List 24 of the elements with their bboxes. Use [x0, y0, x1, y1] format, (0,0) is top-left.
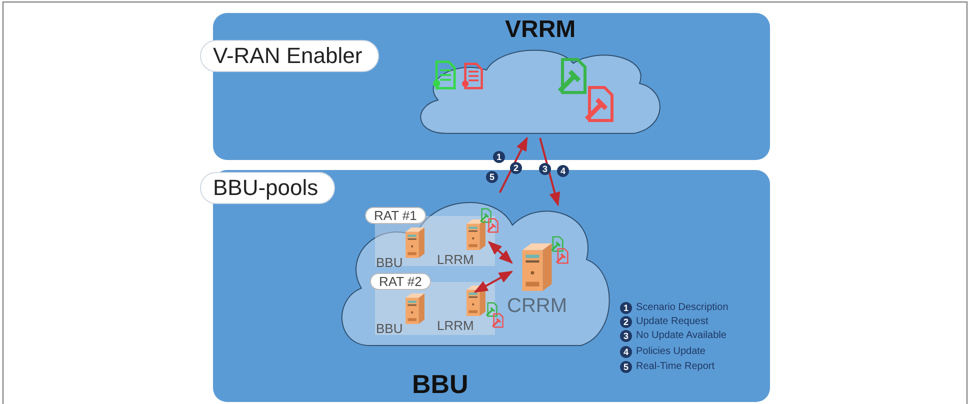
legend-text: Real-Time Report	[636, 360, 715, 373]
node-label: CRRM	[507, 296, 567, 316]
cloud-title: VRRM	[505, 18, 576, 42]
node-label: BBU	[376, 256, 403, 269]
section-label: BBU-pools	[200, 172, 336, 204]
group-tag: RAT #1	[365, 207, 426, 224]
arrow	[488, 241, 513, 264]
node-label: LRRM	[437, 253, 474, 266]
legend-text: Scenario Description	[636, 301, 728, 314]
callout-number: 4	[557, 165, 569, 177]
arrow	[498, 136, 528, 193]
legend-text: No Update Available	[636, 329, 726, 342]
cloud-title: BBU	[412, 371, 468, 397]
arrow	[539, 138, 560, 206]
legend-text: Update Request	[636, 315, 708, 328]
group-tag: RAT #2	[370, 273, 431, 290]
callout-number: 2	[510, 162, 522, 174]
callout-number: 1	[493, 151, 505, 163]
node-label: LRRM	[437, 319, 474, 332]
arrow	[474, 270, 514, 293]
callout-number: 3	[539, 163, 551, 175]
section-label: V-RAN Enabler	[200, 40, 380, 72]
node-label: BBU	[376, 322, 403, 335]
legend-text: Policies Update	[636, 345, 706, 358]
